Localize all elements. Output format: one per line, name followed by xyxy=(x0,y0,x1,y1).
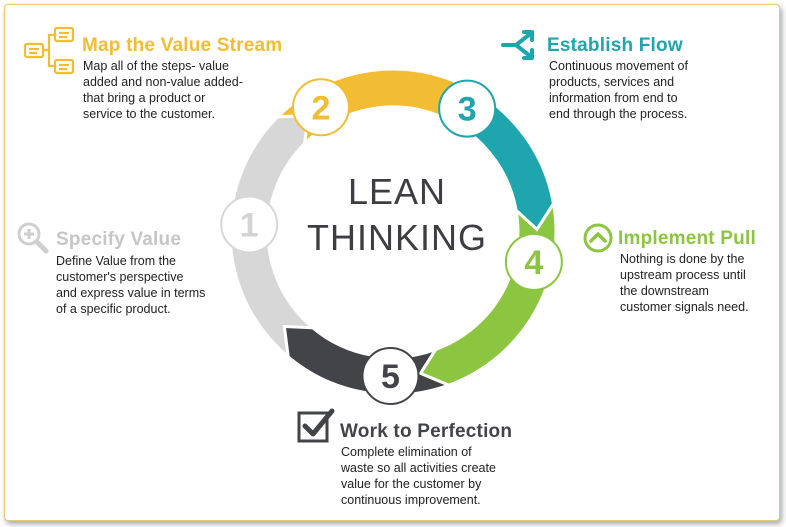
badge-map-value-stream xyxy=(292,78,350,137)
badge-specify-value xyxy=(220,195,279,254)
stage-badges: 1 2 3 4 5 xyxy=(220,78,563,405)
stage-desc-work-to-perfection: Complete elimination of waste so all act… xyxy=(341,445,496,507)
badge-number-work-to-perfection: 5 xyxy=(381,358,400,396)
stage-title-map-value-stream: Map the Value Stream xyxy=(82,35,283,56)
stage-title-implement-pull: Implement Pull xyxy=(618,228,756,249)
badge-implement-pull xyxy=(504,232,563,291)
badge-number-implement-pull: 4 xyxy=(524,244,543,282)
checkbox-icon xyxy=(297,408,335,443)
stage-desc-map-value-stream: Map all of the steps- value added and no… xyxy=(83,59,243,121)
stage-desc-implement-pull: Nothing is done by the upstream process … xyxy=(620,252,749,314)
badge-work-to-perfection xyxy=(361,346,420,405)
stage-title-specify-value: Specify Value xyxy=(56,229,182,250)
badge-number-specify-value: 1 xyxy=(240,206,259,244)
flowchart-icon xyxy=(23,26,75,75)
stage-desc-establish-flow: Continuous movement of products, service… xyxy=(549,59,688,121)
badge-number-map-value-stream: 2 xyxy=(312,89,331,127)
center-title-line1: LEAN xyxy=(348,171,446,212)
badge-establish-flow xyxy=(438,79,497,138)
stage-title-work-to-perfection: Work to Perfection xyxy=(340,421,513,442)
split-arrows-icon xyxy=(501,30,534,60)
chevron-up-circle-icon xyxy=(583,223,613,253)
stage-desc-specify-value: Define Value from the customer's perspec… xyxy=(56,254,206,316)
center-title-line2: THINKING xyxy=(307,217,487,258)
stage-title-establish-flow: Establish Flow xyxy=(547,35,683,56)
badge-number-establish-flow: 3 xyxy=(458,91,477,129)
magnifier-plus-icon xyxy=(17,222,49,254)
